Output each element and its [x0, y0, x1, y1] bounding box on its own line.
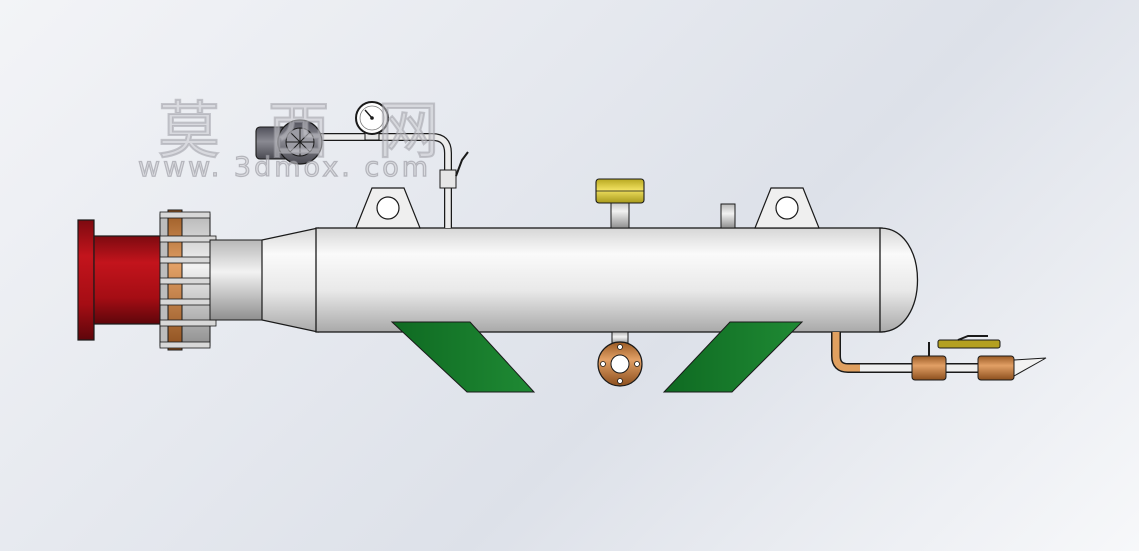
ball-valve-left [911, 342, 947, 381]
gauge-pipe-with-valve [300, 129, 469, 228]
saddle-support-left [390, 321, 536, 393]
bottom-drain-flange [597, 331, 643, 387]
reducer-cone [209, 227, 319, 333]
watermark-url: www. 3dmox. com [137, 151, 432, 183]
ball-valve-right [977, 355, 1015, 381]
saddle-support-right [662, 321, 804, 393]
inlet-flange [77, 209, 217, 351]
gear-motor [255, 119, 323, 165]
watermark-chinese: 莫 西 网 [157, 93, 454, 168]
pressure-gauge [355, 101, 389, 135]
top-nozzle-flange [595, 178, 645, 229]
lifting-lug-right [754, 187, 820, 229]
horizontal-vessel [315, 227, 918, 333]
lifting-lug-left [355, 187, 421, 229]
flange-bolts [159, 211, 217, 349]
top-short-nozzle [720, 203, 736, 229]
outlet-pipe-with-ball-valves [831, 332, 1047, 381]
